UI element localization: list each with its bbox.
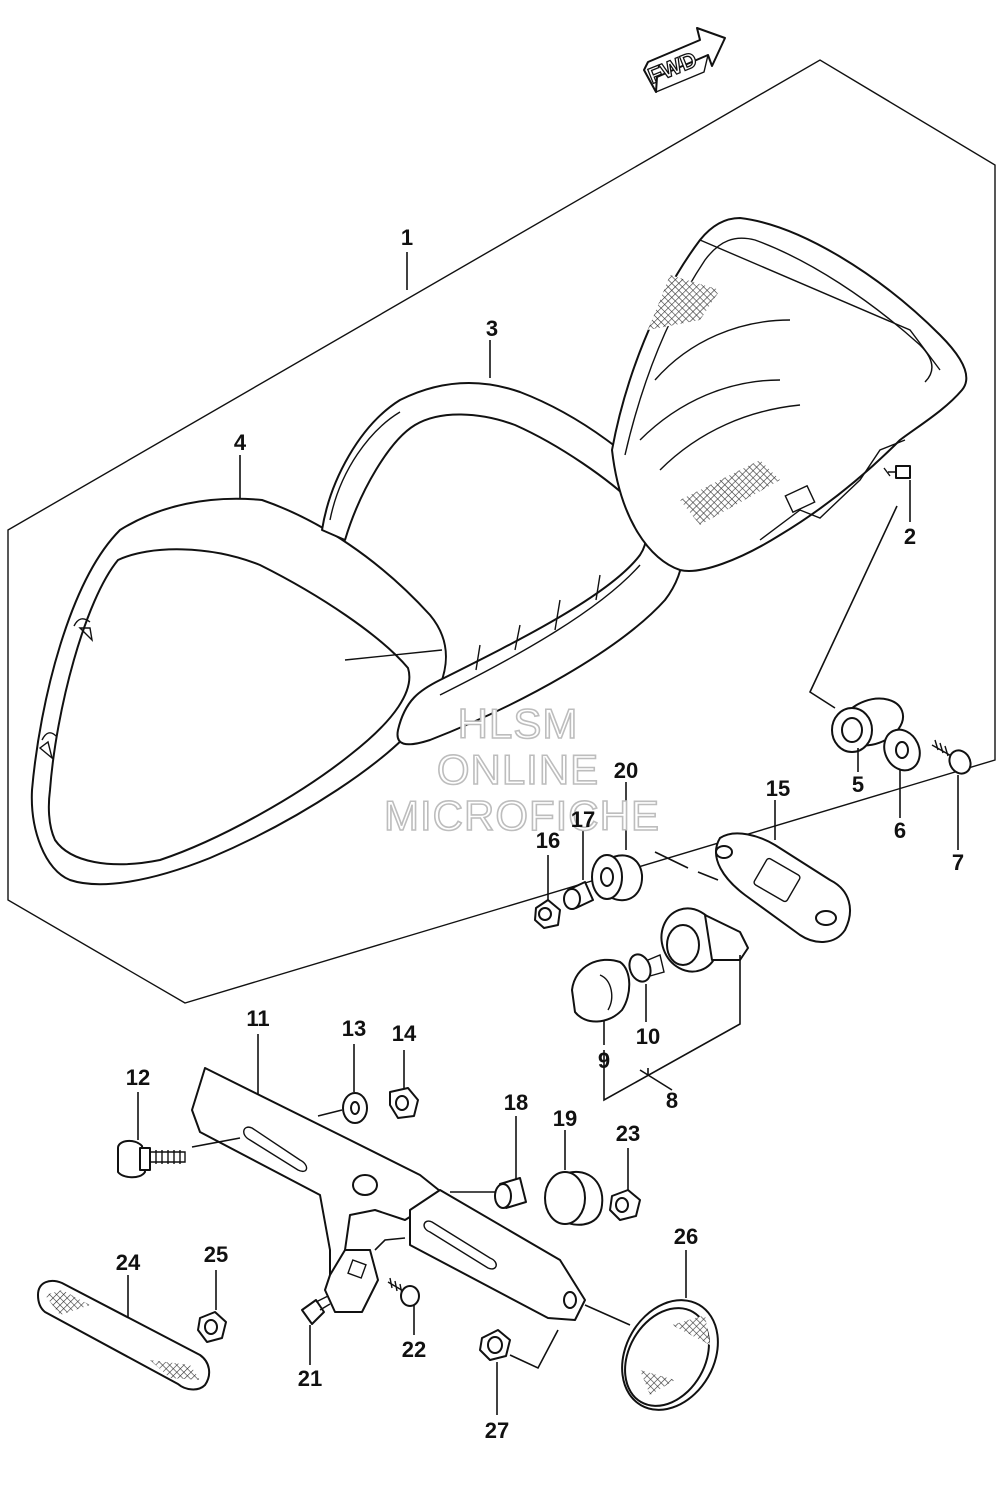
watermark-line-1: HLSM (458, 700, 579, 747)
callout-8: 8 (666, 1088, 678, 1113)
side-reflector-part-24 (37, 1279, 211, 1391)
bezel-part-3 (321, 381, 685, 746)
callout-12: 12 (126, 1065, 150, 1090)
callout-9: 9 (598, 1048, 610, 1073)
watermark-line-3: MICROFICHE (384, 792, 660, 839)
callout-13: 13 (342, 1016, 366, 1041)
callout-4: 4 (234, 430, 247, 455)
plate-bracket-part-11 (191, 1067, 446, 1313)
collar-part-17 (563, 881, 594, 910)
washer-part-6 (883, 728, 921, 772)
grommet-part-19 (544, 1170, 604, 1226)
callout-22: 22 (402, 1337, 426, 1362)
lens-part-9 (571, 958, 631, 1023)
bolt-part-22 (387, 1277, 420, 1307)
fwd-arrow-icon: FWD (643, 27, 726, 93)
rim-cover-part-4 (30, 497, 447, 886)
callout-1: 1 (401, 225, 413, 250)
callout-15: 15 (766, 776, 790, 801)
callout-24: 24 (116, 1250, 141, 1275)
bulb-part-10 (628, 953, 665, 983)
callout-27: 27 (485, 1418, 509, 1443)
callout-11: 11 (246, 1006, 269, 1031)
callout-2: 2 (904, 524, 916, 549)
callout-17: 17 (571, 807, 595, 832)
callout-10: 10 (636, 1024, 660, 1049)
assembly-boundary (7, 59, 996, 1004)
nut-part-16 (534, 899, 561, 929)
watermark: HLSM ONLINE MICROFICHE (383, 699, 660, 840)
rear-reflector-part-26 (621, 1299, 719, 1411)
reflector-bracket (409, 1189, 586, 1321)
callout-23: 23 (616, 1121, 640, 1146)
callout-18: 18 (504, 1090, 528, 1115)
callout-20: 20 (614, 758, 638, 783)
watermark-line-2: ONLINE (437, 746, 599, 793)
tail-lamp-housing-part-1 (611, 217, 968, 572)
callout-7: 7 (952, 850, 964, 875)
callout-19: 19 (553, 1106, 577, 1131)
screw-part-7 (931, 739, 972, 775)
screw-part-2 (883, 465, 911, 479)
lamp-bracket-part-15 (715, 832, 851, 943)
socket-part-8 (660, 907, 749, 973)
callout-26: 26 (674, 1224, 698, 1249)
nut-part-14 (389, 1087, 419, 1119)
nut-part-23 (609, 1189, 641, 1221)
callout-16: 16 (536, 828, 560, 853)
bolt-part-12 (117, 1140, 186, 1179)
nut-part-27 (479, 1329, 511, 1361)
leader-lines (127, 252, 959, 1415)
collar-part-18 (494, 1177, 527, 1209)
washer-part-13 (342, 1092, 368, 1124)
callout-3: 3 (486, 316, 498, 341)
callout-25: 25 (204, 1242, 228, 1267)
bolt-part-21 (301, 1295, 331, 1325)
callout-21: 21 (298, 1366, 322, 1391)
callout-labels: 1 2 3 4 5 6 7 8 9 10 11 12 13 14 15 16 1… (116, 225, 964, 1443)
callout-14: 14 (392, 1021, 417, 1046)
nut-part-25 (197, 1311, 227, 1343)
callout-5: 5 (852, 772, 864, 797)
grommet-part-20 (591, 854, 644, 902)
callout-6: 6 (894, 818, 906, 843)
grommet-part-5 (831, 697, 904, 753)
